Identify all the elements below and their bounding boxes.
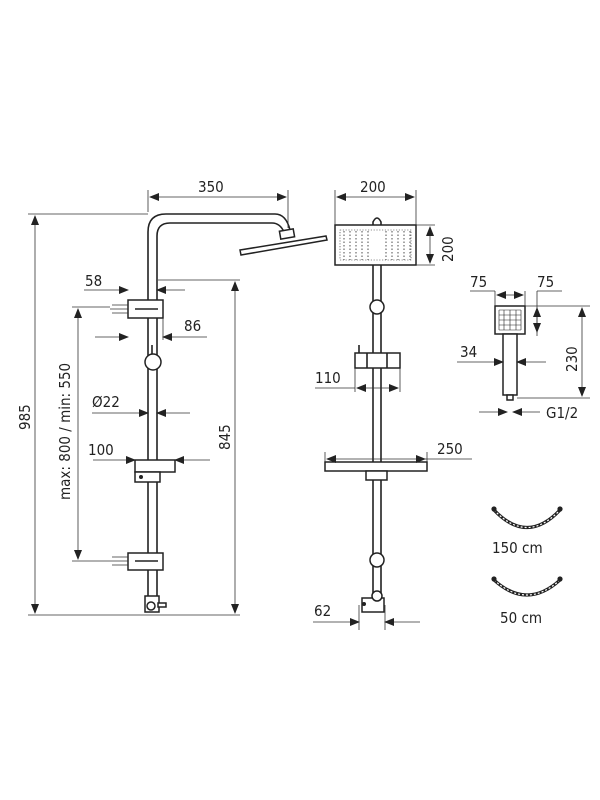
shower-arm bbox=[147, 213, 291, 612]
dim-thermostat-width: 110 bbox=[315, 369, 341, 387]
dim-hand-head-height: 75 bbox=[537, 273, 554, 291]
side-view: 350 985 845 max: 800 / min: 550 58 86 Ø2… bbox=[16, 178, 328, 616]
dim-head-width: 200 bbox=[360, 178, 386, 196]
thermostat-slider bbox=[354, 352, 401, 369]
dim-shelf-width: 250 bbox=[437, 440, 463, 458]
front-view: 200 200 110 250 62 bbox=[313, 178, 472, 630]
dim-bracket-spacing: max: 800 / min: 550 bbox=[56, 363, 74, 500]
dim-handle-diameter: 34 bbox=[460, 343, 477, 361]
hoses: 150 cm 50 cm bbox=[491, 506, 563, 627]
shower-head-side bbox=[239, 235, 328, 256]
screw-icon bbox=[110, 304, 128, 314]
dim-bar-height: 845 bbox=[216, 424, 234, 450]
bottom-ball bbox=[369, 552, 385, 568]
riser-pipe bbox=[372, 217, 382, 612]
dim-bracket-depth: 86 bbox=[184, 317, 201, 335]
shelf bbox=[324, 461, 428, 472]
diverter-ball bbox=[369, 299, 385, 315]
dim-total-height: 985 bbox=[16, 404, 34, 430]
diverter-ball bbox=[144, 353, 162, 371]
hand-shower: 75 75 34 230 G1/2 bbox=[457, 273, 590, 422]
dim-hand-length: 230 bbox=[563, 346, 581, 372]
dim-pipe-diameter: Ø22 bbox=[92, 393, 120, 411]
dim-thread: G1/2 bbox=[546, 404, 578, 422]
dim-arm-reach: 350 bbox=[198, 178, 224, 196]
rain-shower-head bbox=[334, 224, 417, 266]
dim-head-height: 200 bbox=[439, 236, 457, 262]
dim-valve-width: 62 bbox=[314, 602, 331, 620]
soap-dish-side bbox=[134, 459, 176, 473]
dim-soap-dish: 100 bbox=[88, 441, 114, 459]
dim-hand-head-width: 75 bbox=[470, 273, 487, 291]
hose-50-label: 50 cm bbox=[500, 609, 542, 627]
hand-shower-handle bbox=[502, 333, 518, 396]
dim-bracket-width: 58 bbox=[85, 272, 102, 290]
head-connector bbox=[278, 227, 296, 241]
hose-150-label: 150 cm bbox=[492, 539, 543, 557]
